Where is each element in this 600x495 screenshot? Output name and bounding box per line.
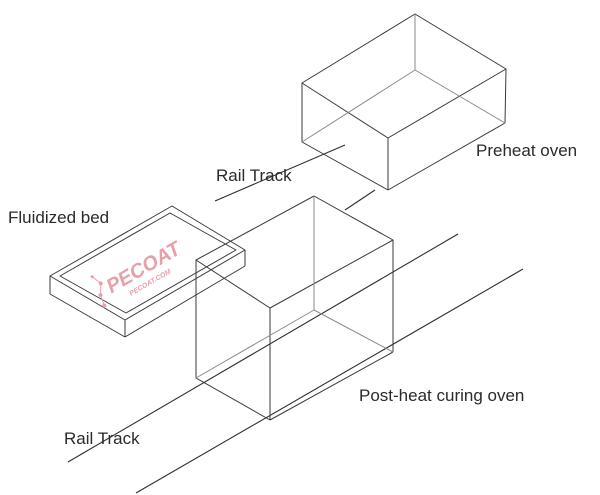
rail-track-upper-label: Rail Track [216, 166, 292, 185]
post-heat-oven-box [195, 195, 394, 421]
fluidized-bed-tray [49, 205, 246, 338]
pecoat-watermark: PECOAT PECOAT.COM [90, 237, 186, 308]
preheat-oven-box [301, 13, 507, 191]
preheat-oven-label: Preheat oven [476, 141, 577, 160]
rail-lower-line-2 [135, 268, 524, 494]
rail-upper-connector [344, 189, 376, 211]
post-heat-oven-label: Post-heat curing oven [359, 386, 524, 405]
fluidized-bed-label: Fluidized bed [8, 208, 109, 227]
rail-track-lower-label: Rail Track [64, 429, 140, 448]
